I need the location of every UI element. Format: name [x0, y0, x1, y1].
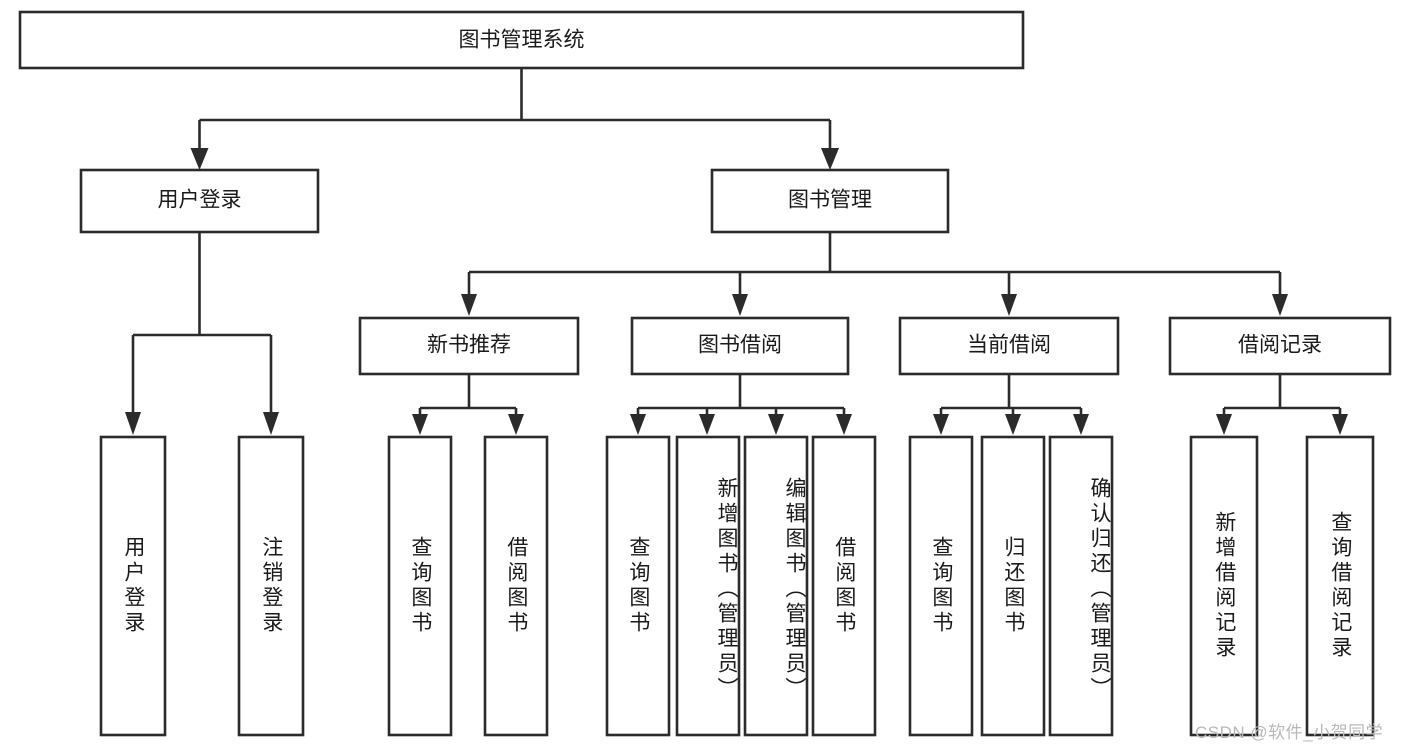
leaf-box-return-book[interactable]	[980, 435, 1046, 737]
node-book-management[interactable]: 图书管理	[710, 168, 950, 234]
arrow-head-icon	[933, 414, 949, 435]
edges-current-to-leaves	[933, 374, 1089, 435]
node-book-management-label: 图书管理	[788, 189, 872, 212]
arrow-head-icon	[412, 414, 428, 435]
edges-borrow-to-leaves	[630, 374, 852, 435]
node-new-book-recommend-box[interactable]	[358, 316, 580, 376]
arrow-head-icon	[1001, 294, 1017, 316]
arrow-head-icon	[263, 412, 279, 435]
arrow-head-icon	[461, 294, 477, 316]
arrow-head-icon	[1005, 414, 1021, 435]
node-book-borrow-box[interactable]	[630, 316, 850, 376]
node-user-login-box[interactable]	[79, 168, 320, 234]
node-borrow-record[interactable]: 借阅记录	[1168, 316, 1392, 376]
node-borrow-record-label: 借阅记录	[1238, 334, 1322, 357]
leaf-box-borrow-book-b[interactable]	[811, 435, 877, 737]
node-current-borrow[interactable]: 当前借阅	[898, 316, 1120, 376]
edges-record-to-leaves	[1216, 374, 1348, 435]
arrow-head-icon	[768, 414, 784, 435]
leaf-box-confirm-return[interactable]	[1048, 435, 1114, 737]
leaf-box-query-book-c[interactable]	[908, 435, 974, 737]
leaf-boxes	[99, 435, 1375, 737]
node-borrow-record-box[interactable]	[1168, 316, 1392, 376]
edges-root-to-level2	[190, 68, 839, 170]
node-root-box[interactable]	[18, 10, 1025, 70]
leaf-box-borrow-book-a[interactable]	[483, 435, 549, 737]
node-user-login[interactable]: 用户登录	[79, 168, 320, 234]
leaf-box-query-book-a[interactable]	[387, 435, 453, 737]
edges-userlogin-to-leaves	[125, 232, 279, 435]
arrow-head-icon	[630, 414, 646, 435]
arrow-head-icon	[821, 148, 839, 170]
node-book-borrow[interactable]: 图书借阅	[630, 316, 850, 376]
leaf-box-logout[interactable]	[237, 435, 305, 737]
arrow-head-icon	[508, 414, 524, 435]
edges-bookmgmt-to-level3	[461, 232, 1288, 316]
leaf-box-add-book[interactable]	[675, 435, 741, 737]
arrow-head-icon	[732, 294, 748, 316]
node-current-borrow-label: 当前借阅	[967, 334, 1051, 357]
arrow-head-icon	[836, 414, 852, 435]
edges-newbook-to-leaves	[412, 374, 524, 435]
arrow-head-icon	[1272, 294, 1288, 316]
node-book-management-box[interactable]	[710, 168, 950, 234]
node-new-book-recommend[interactable]: 新书推荐	[358, 316, 580, 376]
node-root-label: 图书管理系统	[459, 29, 585, 52]
node-new-book-recommend-label: 新书推荐	[427, 334, 511, 357]
node-current-borrow-box[interactable]	[898, 316, 1120, 376]
arrow-head-icon	[1073, 414, 1089, 435]
leaf-box-query-borrow-record[interactable]	[1305, 435, 1375, 737]
node-user-login-label: 用户登录	[158, 189, 242, 212]
arrow-head-icon	[190, 148, 209, 170]
leaf-box-add-borrow-record[interactable]	[1189, 435, 1259, 737]
csdn-watermark: CSDN @软件_小贺同学	[1195, 723, 1384, 742]
leaf-box-edit-book[interactable]	[743, 435, 809, 737]
node-book-borrow-label: 图书借阅	[698, 334, 782, 357]
arrow-head-icon	[1216, 414, 1232, 435]
arrow-head-icon	[699, 414, 715, 435]
leaf-box-user-login[interactable]	[99, 435, 167, 737]
node-root[interactable]: 图书管理系统	[18, 10, 1025, 70]
arrow-head-icon	[1332, 414, 1348, 435]
leaf-box-query-book-b[interactable]	[605, 435, 671, 737]
arrow-head-icon	[125, 412, 141, 435]
